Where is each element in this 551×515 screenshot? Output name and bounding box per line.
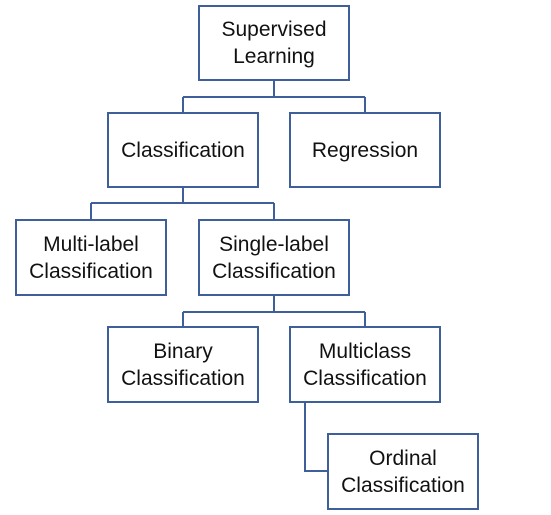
node-single-label-classification: Single-label Classification (198, 219, 350, 296)
node-regression: Regression (289, 112, 441, 188)
connector-multiclass-ordinal (304, 402, 327, 472)
node-multiclass-classification: Multiclass Classification (289, 326, 441, 403)
connector-classification-children (90, 187, 275, 219)
node-classification: Classification (107, 112, 259, 188)
node-multi-label-classification: Multi-label Classification (15, 219, 167, 296)
connector-supervised-children (182, 80, 366, 112)
node-ordinal-classification: Ordinal Classification (327, 433, 479, 510)
node-binary-classification: Binary Classification (107, 326, 259, 403)
node-supervised-learning: Supervised Learning (198, 5, 350, 81)
connector-single-label-children (182, 295, 366, 326)
